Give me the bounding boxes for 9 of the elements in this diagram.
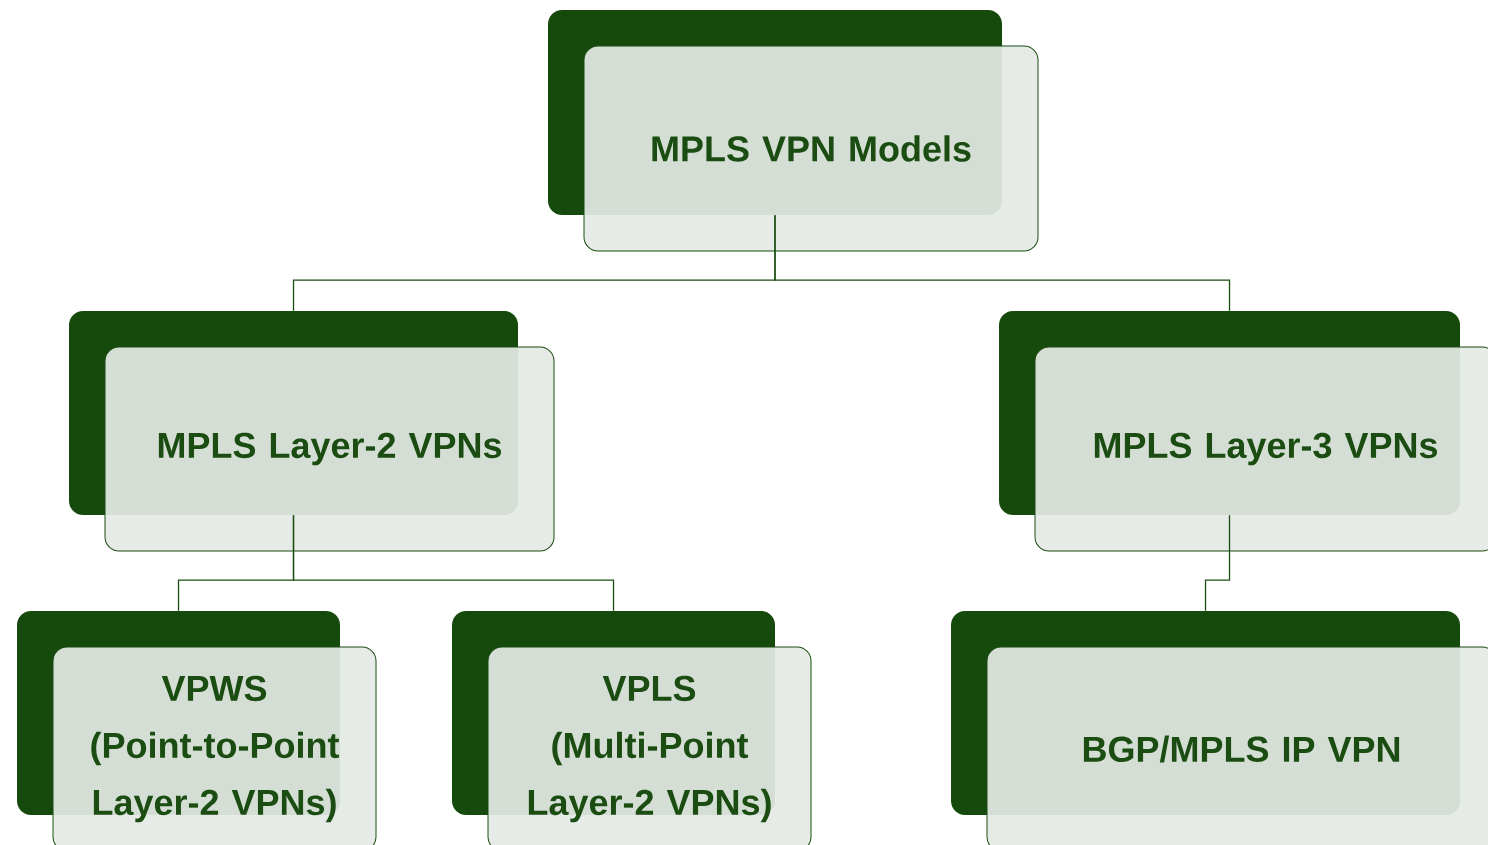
tree-box: VPWS (Point-to-Point Layer-2 VPNs) [17, 611, 377, 845]
connector-line [774, 214, 1231, 312]
tree-box: VPLS (Multi-Point Layer-2 VPNs) [452, 611, 812, 845]
connector-line [292, 514, 615, 612]
connector-line [1204, 514, 1231, 612]
tree-box: MPLS VPN Models [548, 10, 1039, 252]
tree-box: MPLS Layer-2 VPNs [69, 311, 555, 552]
tree-box: BGP/MPLS IP VPN [951, 611, 1488, 845]
tree-box: MPLS Layer-3 VPNs [999, 311, 1488, 552]
